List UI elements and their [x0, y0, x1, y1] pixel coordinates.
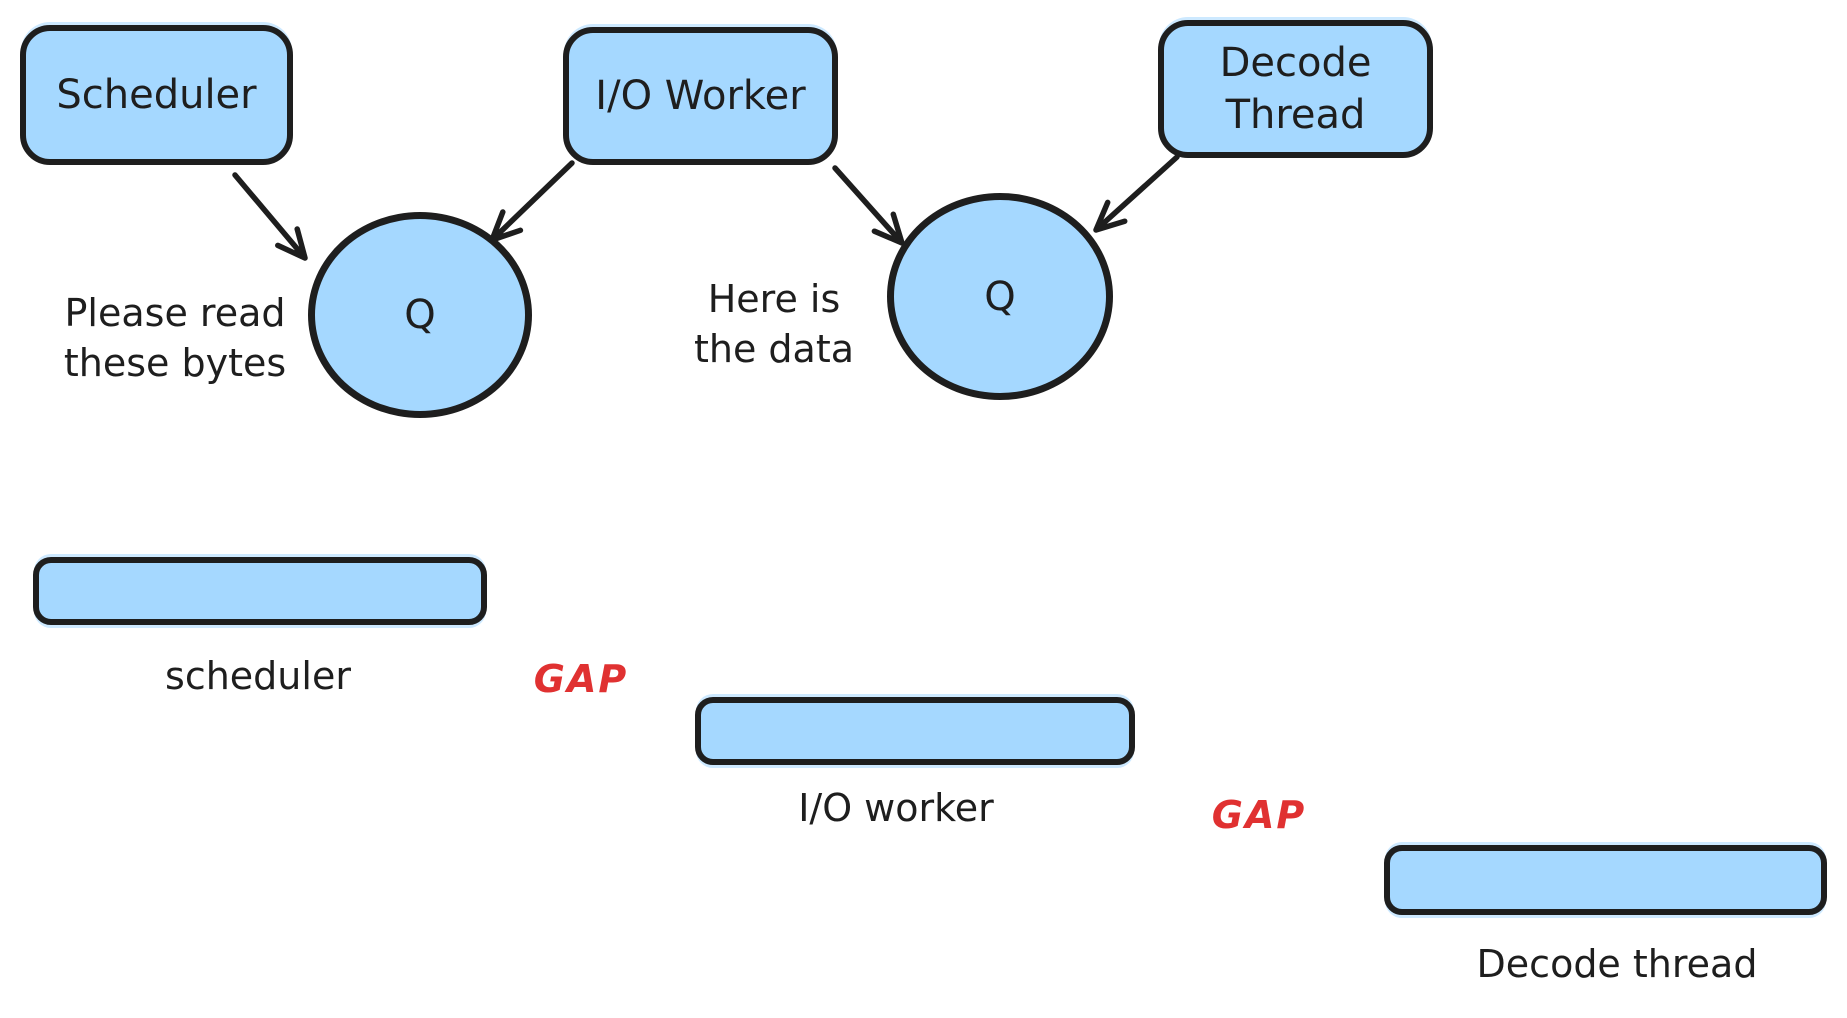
scheduler-box: Scheduler: [20, 25, 293, 165]
gap-label-2: GAP: [1211, 793, 1307, 837]
queue1-circle: Q: [308, 212, 532, 418]
scheduler-box-label: Scheduler: [56, 72, 257, 118]
io-worker-bar-label: I/O worker: [798, 786, 994, 830]
annotation-here-is-data: Here is the data: [693, 277, 855, 371]
queue1-label: Q: [404, 292, 436, 338]
io-worker-box: I/O Worker: [563, 27, 838, 165]
arrow-decode-thread-to-queue2: [1093, 154, 1180, 233]
annotation-please-read-bytes: Please read these bytes: [63, 291, 287, 385]
scheduler-timeline-bar: [33, 557, 487, 625]
arrow-io-worker-to-queue2: [832, 165, 905, 246]
io-worker-box-label: I/O Worker: [595, 73, 806, 119]
gap-label-1: GAP: [533, 657, 629, 701]
queue2-label: Q: [984, 273, 1016, 320]
io-worker-timeline-bar: [695, 697, 1135, 765]
arrow-io-worker-to-queue1: [489, 160, 575, 243]
arrow-scheduler-to-queue1: [232, 172, 308, 261]
decode-thread-timeline-bar: [1384, 845, 1827, 915]
decode-thread-bar-label: Decode thread: [1476, 942, 1758, 986]
decode-thread-box: Decode Thread: [1158, 20, 1433, 158]
queue2-circle: Q: [887, 193, 1113, 400]
scheduler-bar-label: scheduler: [165, 654, 351, 698]
decode-thread-box-label: Decode Thread: [1219, 40, 1372, 138]
